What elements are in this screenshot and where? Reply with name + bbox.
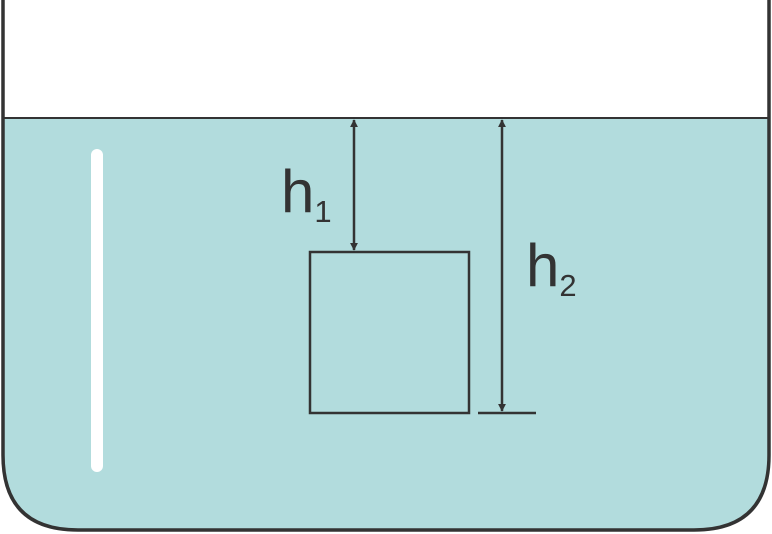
h1-label-subscript: 1: [314, 194, 331, 229]
submerged-block: [308, 250, 471, 415]
h1-label: h1: [281, 158, 332, 229]
h2-label: h2: [526, 232, 577, 303]
h2-label-subscript: 2: [559, 268, 576, 303]
water-body: [3, 118, 769, 530]
h1-label-main: h: [281, 158, 314, 225]
h2-label-main: h: [526, 232, 559, 299]
